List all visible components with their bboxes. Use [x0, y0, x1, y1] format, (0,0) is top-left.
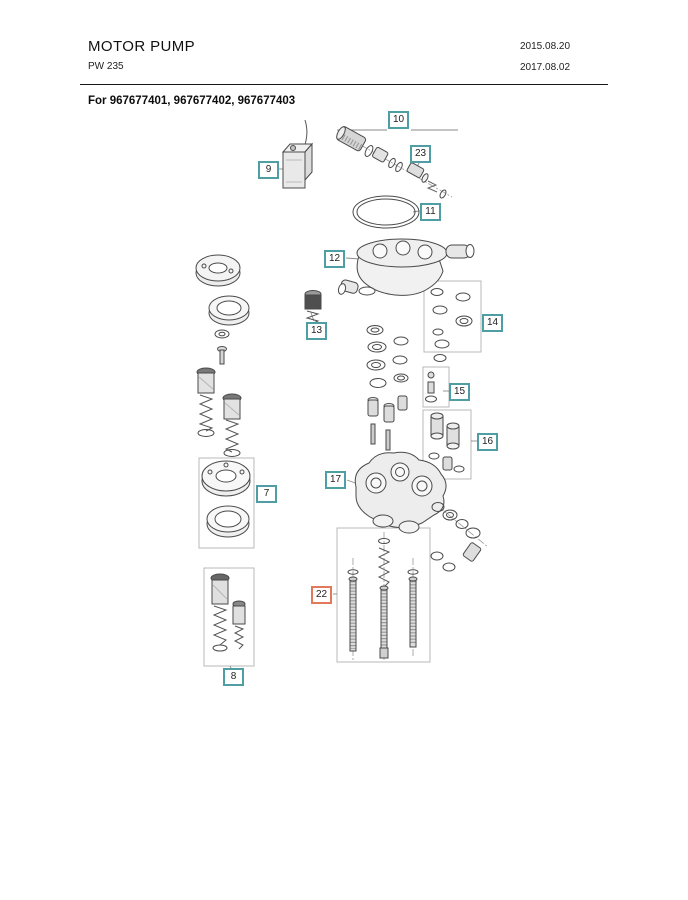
part-23-nozzle: [406, 162, 447, 199]
header-divider: [80, 84, 608, 85]
part-9-capacitor: [281, 119, 314, 189]
valve-pieces: [367, 395, 408, 451]
part-22-bolt-kit: [347, 538, 419, 659]
part-11-oring: [352, 195, 420, 229]
part-callout-12[interactable]: 12: [324, 250, 346, 268]
part-callout-16[interactable]: 16: [477, 433, 499, 451]
bearing-ring: [208, 295, 250, 326]
revision-date: 2017.08.02: [520, 62, 571, 73]
washer-small: [214, 329, 230, 339]
page-title: MOTOR PUMP: [88, 38, 196, 55]
part-callout-9[interactable]: 9: [258, 161, 279, 179]
applicability-line: For 967677401, 967677402, 967677403: [88, 95, 296, 107]
part-callout-22[interactable]: 22: [311, 586, 333, 604]
part-7-wobble-kit: [201, 460, 251, 538]
part-14-seal-kit: [430, 288, 473, 362]
seal-washer-column: [366, 325, 409, 388]
publish-date: 2015.08.20: [520, 41, 571, 52]
part-callout-8[interactable]: 8: [223, 668, 244, 686]
part-16-valves: [428, 412, 465, 473]
part-13-microswitch: [304, 290, 322, 326]
piston-assembly-a: [196, 367, 216, 437]
part-17-pump-body: [354, 451, 482, 572]
part-12-pump-head: [337, 238, 475, 296]
part-8-piston-kit: [210, 573, 246, 652]
part-callout-11[interactable]: 11: [420, 203, 441, 221]
part-callout-15[interactable]: 15: [449, 383, 471, 401]
model-label: PW 235: [88, 61, 124, 72]
part-callout-23[interactable]: 23: [410, 145, 432, 163]
part-callout-14[interactable]: 14: [482, 314, 504, 332]
bolt-small: [217, 346, 227, 365]
drive-plate: [195, 254, 241, 287]
group-boxes: [198, 280, 482, 667]
date-block: 2015.08.20 2017.08.02: [520, 41, 570, 73]
piston-assembly-b: [222, 393, 242, 457]
part-10-outlet-assembly: [336, 126, 403, 173]
part-callout-7[interactable]: 7: [256, 485, 277, 503]
part-15-hardware: [425, 371, 437, 403]
part-callout-17[interactable]: 17: [325, 471, 347, 489]
part-callout-10[interactable]: 10: [388, 111, 410, 129]
part-callout-13[interactable]: 13: [306, 322, 328, 340]
